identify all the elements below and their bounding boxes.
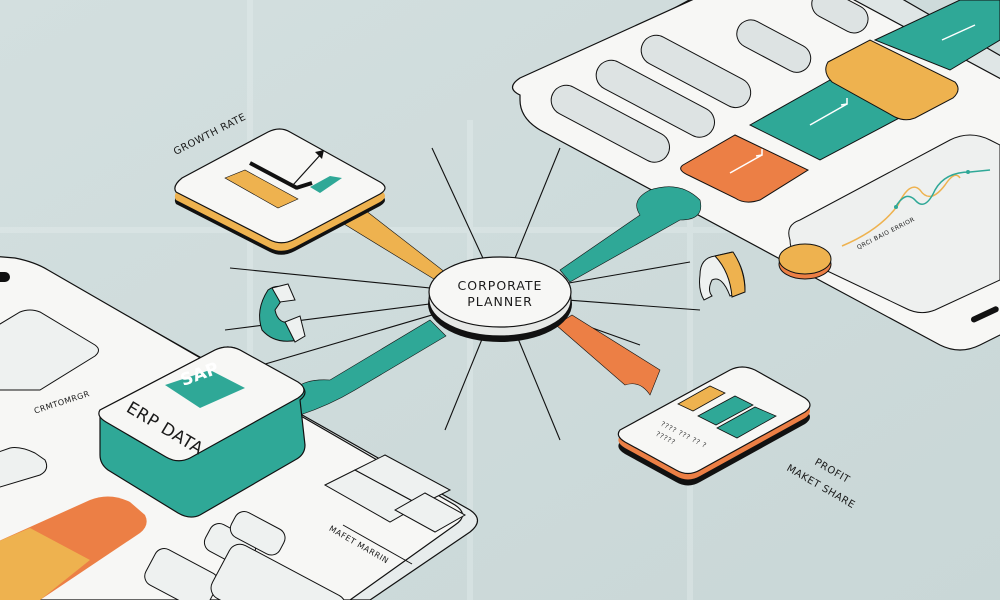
hub-label: CORPORATE PLANNER bbox=[428, 278, 572, 310]
bar-chart-icon bbox=[677, 385, 777, 439]
growth-rate-card[interactable] bbox=[174, 128, 386, 255]
coin-icon bbox=[778, 243, 832, 280]
top-right-panel bbox=[511, 0, 1000, 351]
hub-label-line2: PLANNER bbox=[467, 294, 533, 309]
connector-right bbox=[559, 186, 702, 283]
hook-icon bbox=[259, 283, 306, 343]
growth-chart-icon bbox=[224, 150, 342, 209]
hub-label-line1: CORPORATE bbox=[457, 278, 543, 293]
sap-logo-icon bbox=[165, 370, 245, 408]
erp-data-card[interactable] bbox=[98, 346, 306, 518]
arrow-blocks bbox=[680, 0, 1000, 203]
magnet-icon bbox=[699, 251, 746, 301]
hub-node[interactable] bbox=[428, 256, 572, 342]
connector-profit bbox=[555, 314, 661, 396]
profit-card[interactable] bbox=[617, 366, 811, 486]
line-chart-icon bbox=[841, 169, 991, 247]
